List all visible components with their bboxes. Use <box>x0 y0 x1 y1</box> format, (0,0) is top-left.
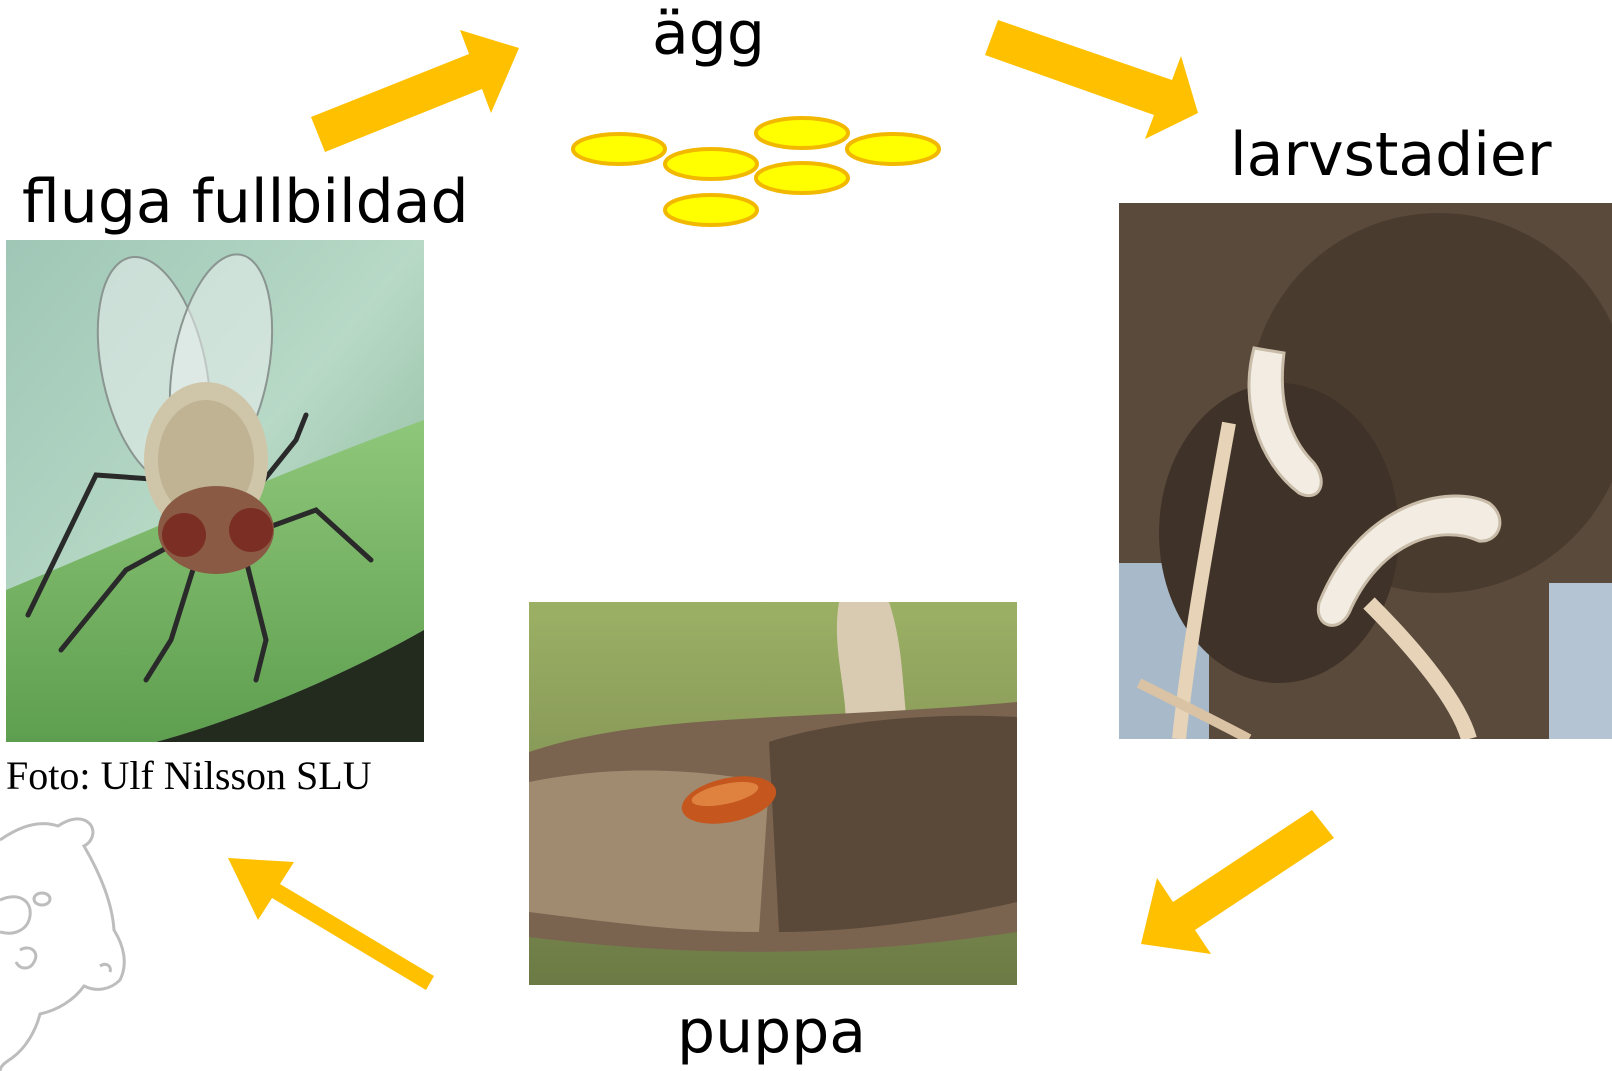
egg <box>573 134 665 164</box>
cow-head-watermark-icon <box>0 819 124 1071</box>
egg <box>665 149 757 179</box>
arrow-egg-to-larva <box>985 20 1198 139</box>
egg <box>756 163 848 193</box>
egg <box>756 118 848 148</box>
egg <box>847 134 939 164</box>
arrow-pupa-to-adult <box>228 858 434 990</box>
egg <box>665 195 757 225</box>
arrow-larva-to-pupa <box>1141 810 1334 954</box>
arrow-adult-to-egg <box>311 30 519 152</box>
